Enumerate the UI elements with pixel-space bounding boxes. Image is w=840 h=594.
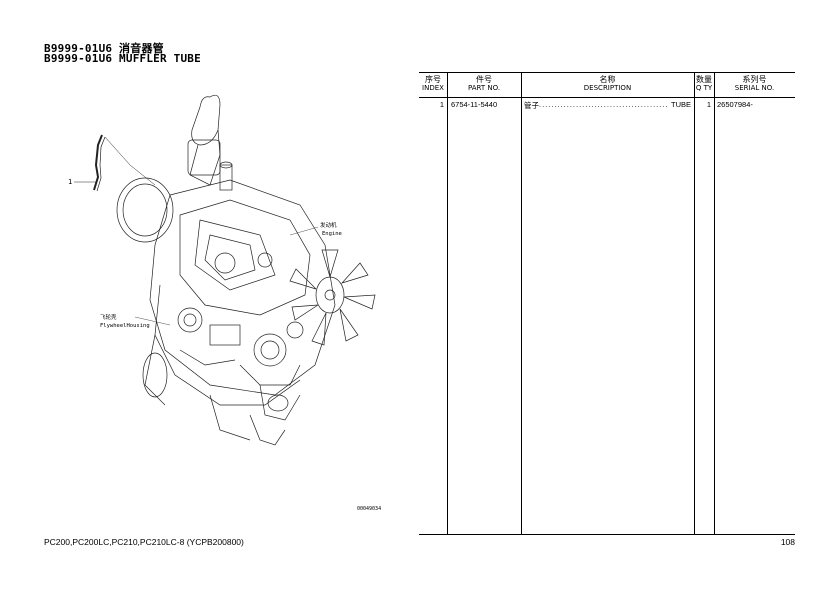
page-number: 108	[780, 537, 795, 547]
row-desc-en: TUBE	[671, 100, 692, 109]
col-divider	[714, 73, 715, 534]
footer-models: PC200,PC200LC,PC210,PC210LC-8 (YCPB20080…	[44, 537, 244, 547]
drawing-number: 00049034	[357, 506, 382, 512]
flywheel-label-cn: 飞轮壳	[100, 313, 117, 321]
engine-label-cn: 发动机	[320, 221, 337, 229]
row-serial: 26507984-	[717, 100, 753, 109]
row-desc-leader: ........................................…	[539, 100, 669, 109]
col-divider	[694, 73, 695, 534]
row-part-no: 6754-11-5440	[451, 100, 498, 109]
page-title-en: B9999-01U6 MUFFLER TUBE	[44, 52, 201, 65]
row-desc-cn: 管子	[524, 101, 539, 110]
engine-drawing: 1 发动机 Engine 飞轮壳 FlywheelHousing	[68, 94, 376, 446]
row-index: 1	[439, 100, 444, 109]
callout-1: 1	[68, 178, 72, 186]
engine-label-en: Engine	[322, 231, 342, 237]
flywheel-label-en: FlywheelHousing	[100, 323, 150, 329]
col-divider	[521, 73, 522, 534]
row-qty: 1	[706, 100, 711, 109]
col-divider	[447, 73, 448, 534]
engine-illustration: 1 发动机 Engine 飞轮壳 FlywheelHousing	[60, 85, 400, 515]
header-divider	[419, 97, 795, 98]
page-title-cn: B9999-01U6 消音器管	[44, 42, 164, 55]
